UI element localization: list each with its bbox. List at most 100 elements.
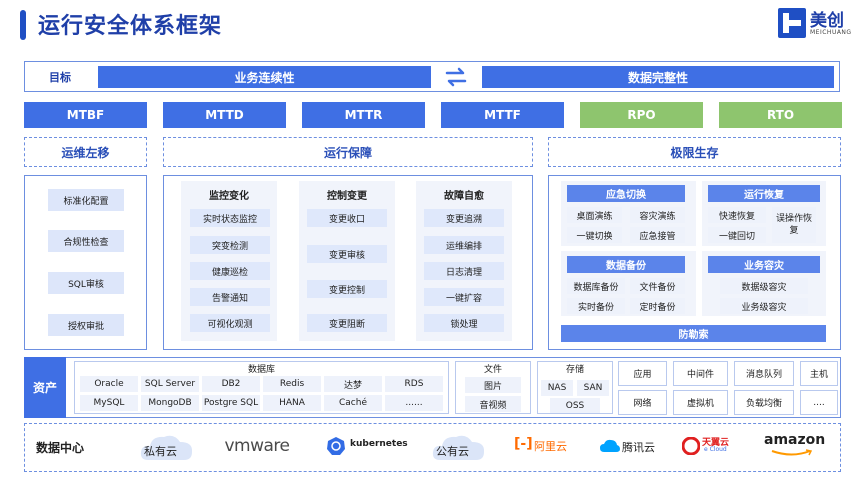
logo-text-en: MEICHUANG <box>810 29 852 36</box>
kubernetes-label: kubernetes <box>350 439 408 449</box>
tianyi-cloud-label: 天翼云 <box>702 438 730 448</box>
tencent-cloud-label: 腾讯云 <box>622 441 655 454</box>
fault-item: 日志清理 <box>424 262 504 280</box>
storage-item: SAN <box>577 380 609 396</box>
db-item: HANA <box>263 395 321 411</box>
datacenter-row <box>24 423 841 472</box>
db-item: DB2 <box>202 376 260 392</box>
metric-mttd: MTTD <box>163 102 286 128</box>
tianyi-cloud-logo: 天翼云 e Cloud <box>682 434 738 458</box>
asset-cell: 虚拟机 <box>673 390 728 415</box>
emergency-item: 桌面演练 <box>567 207 622 223</box>
monitor-title: 监控变化 <box>209 190 249 202</box>
change-item: 变更收口 <box>307 209 387 227</box>
fault-item: 变更追溯 <box>424 209 504 227</box>
metric-rto: RTO <box>719 102 842 128</box>
db-row-1: Oracle SQL Server DB2 Redis 达梦 RDS <box>80 376 443 392</box>
monitor-item: 告警通知 <box>190 288 270 306</box>
db-item: Postgre SQL <box>202 395 260 411</box>
db-item: SQL Server <box>141 376 199 392</box>
goal-business-continuity: 业务连续性 <box>98 66 431 88</box>
db-item: RDS <box>385 376 443 392</box>
db-title: 数据库 <box>247 364 275 375</box>
metric-mtbf: MTBF <box>24 102 147 128</box>
assets-label: 资产 <box>24 357 66 418</box>
shift-left-item: SQL审核 <box>48 272 124 294</box>
aliyun-label: 阿里云 <box>534 440 567 453</box>
db-item: Caché <box>324 395 382 411</box>
monitor-item: 可视化观测 <box>190 314 270 332</box>
aliyun-logo: [-] 阿里云 <box>514 436 576 456</box>
dr-item: 业务级容灾 <box>720 298 808 314</box>
private-cloud: 私有云 <box>138 430 196 464</box>
metric-rpo: RPO <box>580 102 703 128</box>
assurance-panel <box>163 175 533 350</box>
tianyi-cloud-icon <box>682 437 700 455</box>
change-item: 变更控制 <box>307 280 387 298</box>
backup-item: 定时备份 <box>630 298 685 314</box>
db-item: MySQL <box>80 395 138 411</box>
db-item: 达梦 <box>324 376 382 392</box>
recovery-title: 运行恢复 <box>708 185 820 202</box>
change-item: 变更审核 <box>307 245 387 263</box>
survival-panel <box>548 175 841 350</box>
goals-row <box>24 61 840 92</box>
monitor-item: 突变检测 <box>190 236 270 254</box>
asset-cell: 主机 <box>800 361 838 386</box>
tencent-cloud-icon <box>600 439 620 452</box>
storage-item: OSS <box>550 398 600 413</box>
cloud-icon <box>140 435 193 460</box>
brand-logo: 美创 MEICHUANG <box>778 6 858 42</box>
fault-item: 一键扩容 <box>424 288 504 306</box>
backup-item: 数据库备份 <box>567 278 625 294</box>
change-title: 控制变更 <box>327 190 367 202</box>
db-item: Oracle <box>80 376 138 392</box>
amazon-label: amazon <box>764 432 826 448</box>
fault-item: 运维编排 <box>424 236 504 254</box>
title-accent-bar <box>20 10 26 40</box>
file-title: 文件 <box>483 364 502 375</box>
dr-item: 数据级容灾 <box>720 278 808 294</box>
tencent-cloud-logo: 腾讯云 <box>600 436 662 456</box>
asset-cell: 负载均衡 <box>734 390 794 415</box>
public-cloud-label: 公有云 <box>436 445 469 458</box>
private-cloud-label: 私有云 <box>144 445 177 458</box>
logo-text-cn: 美创 <box>810 11 844 31</box>
pillar-operation-assurance: 运行保障 <box>163 137 533 167</box>
aliyun-bracket-icon: [-] <box>514 436 533 452</box>
pillar-shift-left: 运维左移 <box>24 137 147 167</box>
db-item: Redis <box>263 376 321 392</box>
db-item: ...... <box>385 395 443 411</box>
public-cloud: 公有云 <box>430 430 488 464</box>
swap-arrows-icon <box>441 62 471 92</box>
shift-left-panel <box>24 175 147 350</box>
dr-title: 业务容灾 <box>708 256 820 273</box>
cloud-icon <box>432 435 485 460</box>
anti-ransomware-bar: 防勒索 <box>561 325 826 342</box>
shift-left-item: 授权审批 <box>48 314 124 336</box>
fault-title: 故障自愈 <box>444 190 484 202</box>
pillar-extreme-survival: 极限生存 <box>548 137 841 167</box>
amazon-smile-icon <box>771 449 813 456</box>
db-item: MongoDB <box>141 395 199 411</box>
datacenter-label: 数据中心 <box>35 440 84 455</box>
kubernetes-logo: kubernetes <box>326 434 408 458</box>
monitor-item: 健康巡检 <box>190 262 270 280</box>
asset-cell: 网络 <box>618 390 667 415</box>
file-item: 音视频 <box>465 396 521 412</box>
kubernetes-icon <box>327 437 345 455</box>
storage-group <box>537 361 613 414</box>
backup-item: 实时备份 <box>567 298 625 314</box>
shift-left-item: 标准化配置 <box>48 189 124 211</box>
tianyi-cloud-sub: e Cloud <box>704 446 727 453</box>
shift-left-item: 合规性检查 <box>48 230 124 252</box>
fault-item: 锁处理 <box>424 314 504 332</box>
recovery-item: 误操作恢复 <box>772 207 816 243</box>
emergency-item: 容灾演练 <box>630 207 685 223</box>
file-item: 图片 <box>465 377 521 393</box>
monitor-item: 实时状态监控 <box>190 209 270 227</box>
logo-mark-icon <box>778 8 806 38</box>
db-row-2: MySQL MongoDB Postgre SQL HANA Caché ...… <box>80 395 443 411</box>
asset-cell: 应用 <box>618 361 667 386</box>
metric-mttr: MTTR <box>302 102 425 128</box>
